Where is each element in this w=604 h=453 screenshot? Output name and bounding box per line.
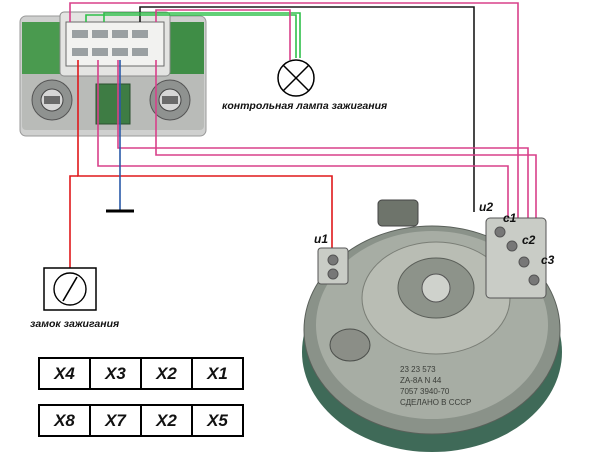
- connector-pins: [72, 30, 148, 56]
- pin-cell: X7: [89, 404, 142, 437]
- distributor-condenser: [329, 328, 371, 362]
- pin-cell: X8: [38, 404, 91, 437]
- pin-cell: X1: [191, 357, 244, 390]
- module-board-right: [168, 22, 204, 74]
- plate-line-2: ZA-8A N 44: [400, 376, 442, 385]
- mounting-bolt-left: [31, 79, 73, 121]
- terminal-block-right: [485, 217, 547, 299]
- lamp-label: контрольная лампа зажигания: [222, 100, 388, 112]
- pin-cell: X3: [89, 357, 142, 390]
- ignition-module: [19, 11, 207, 137]
- wire-pink-c1: [69, 2, 519, 226]
- module-heatsink: [95, 83, 131, 125]
- ignition-lock-label: замок зажигания: [30, 318, 120, 330]
- plate-line-4: СДЕЛАНО В СССР: [400, 398, 471, 407]
- terminal-block-left: [317, 247, 349, 285]
- mounting-bolt-right: [149, 79, 191, 121]
- plate-line-3: 7057 3940-70: [400, 387, 450, 396]
- wire-red-u1: [77, 60, 333, 248]
- module-board-left: [22, 22, 62, 74]
- wire-green-lamp-1: [85, 14, 297, 58]
- pin-cell: X5: [191, 404, 244, 437]
- terminal-label-c3: c3: [541, 253, 555, 267]
- pin-cell: X2: [140, 404, 193, 437]
- ignition-lock-icon: [43, 267, 97, 311]
- terminal-label-u2: u2: [479, 200, 494, 214]
- terminal-label-u1: u1: [314, 232, 329, 246]
- distributor-plate-text: 23 23 573 ZA-8A N 44 7057 3940-70 СДЕЛАН…: [400, 365, 471, 407]
- distributor: 23 23 573 ZA-8A N 44 7057 3940-70 СДЕЛАН…: [302, 199, 562, 452]
- wire-pink-c3: [155, 60, 537, 262]
- wire-green-lamp-2: [103, 12, 301, 58]
- lamp-icon: [277, 59, 315, 97]
- terminal-label-c2: c2: [522, 233, 536, 247]
- wire-pink-c2: [117, 60, 529, 240]
- wire-red-lock: [69, 175, 78, 268]
- wire-pink-c1-low: [97, 60, 509, 222]
- pin-cell: X4: [38, 357, 91, 390]
- pin-cell: X2: [140, 357, 193, 390]
- wire-pink-lamp: [155, 9, 291, 60]
- terminal-label-c1: c1: [503, 211, 517, 225]
- distributor-condenser-clip: [377, 199, 419, 227]
- plate-line-1: 23 23 573: [400, 365, 436, 374]
- connector-table-row-2: X8 X7 X2 X5: [38, 404, 244, 437]
- connector-table-row-1: X4 X3 X2 X1: [38, 357, 244, 390]
- wires: [69, 2, 537, 268]
